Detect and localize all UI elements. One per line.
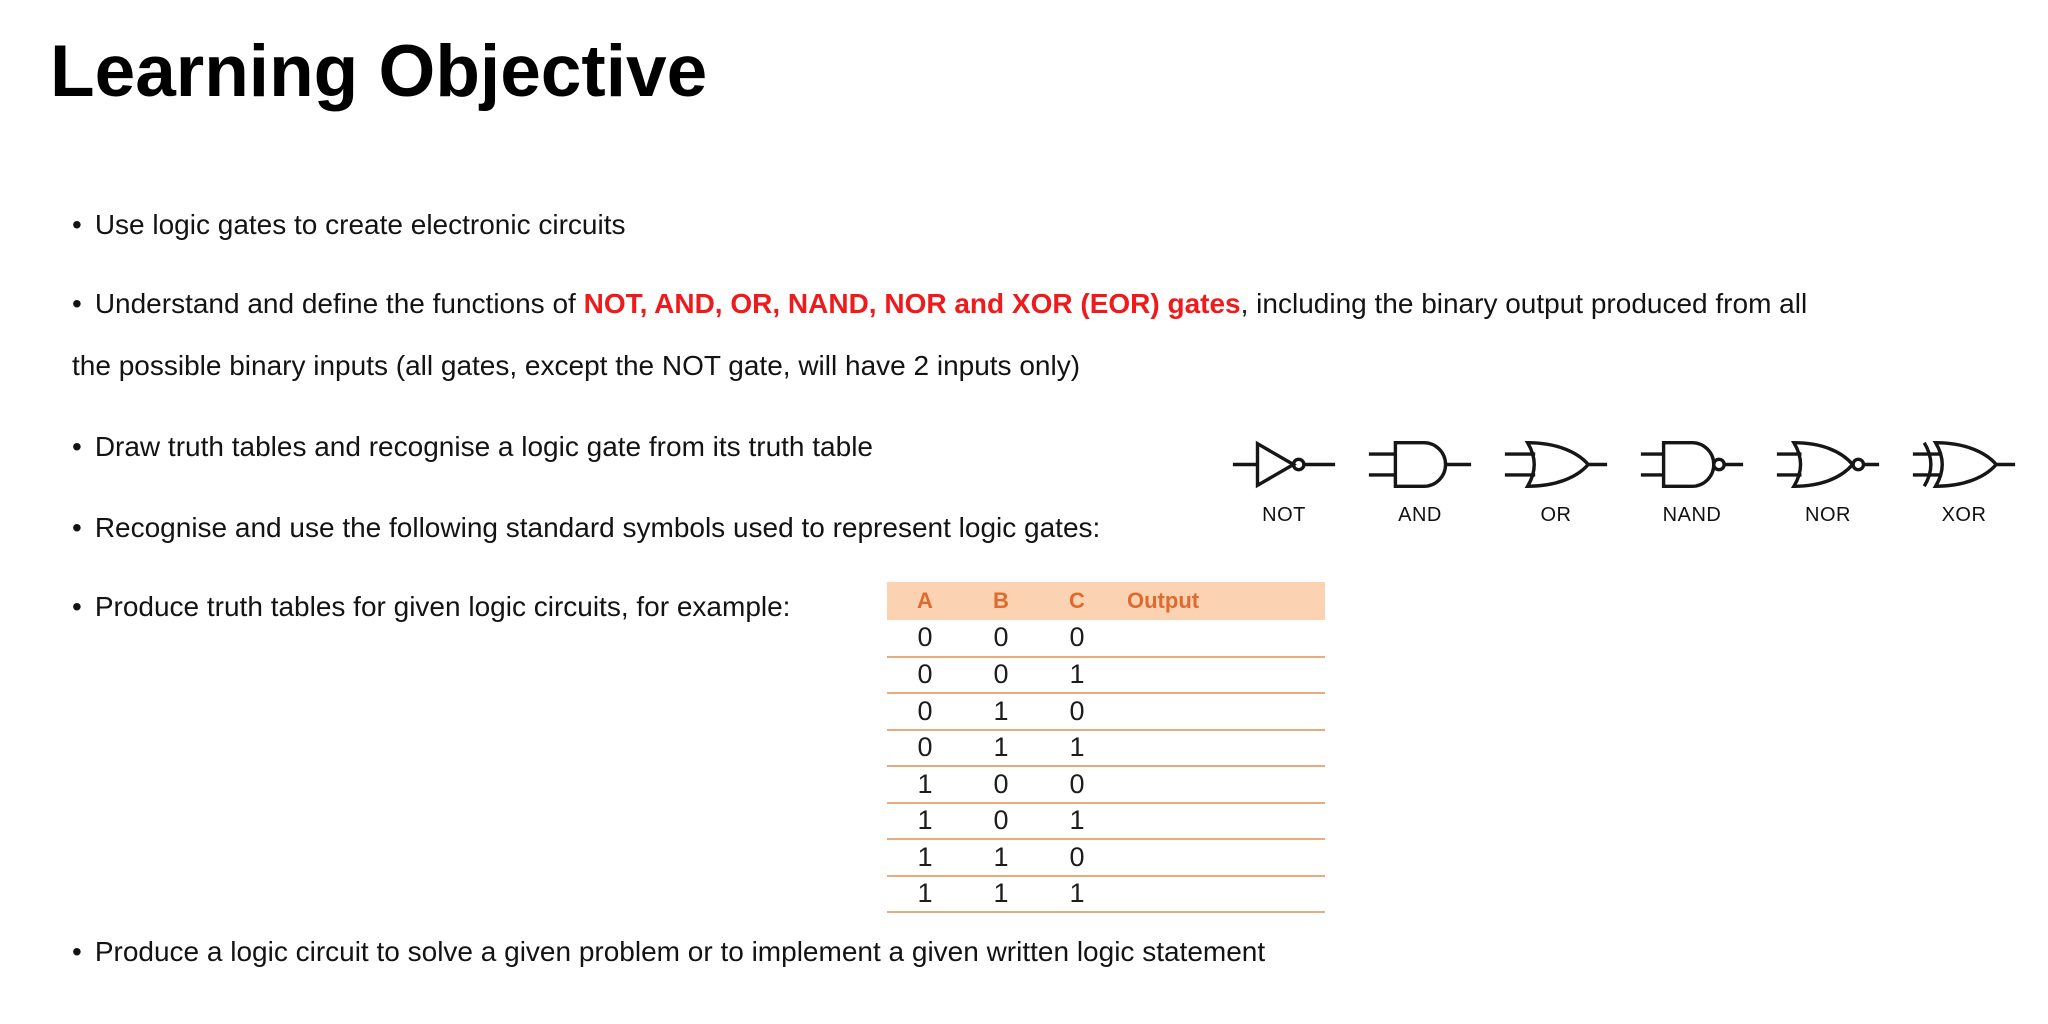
table-row: 1 0 1	[887, 802, 1325, 840]
nor-gate-icon	[1776, 441, 1880, 488]
objective-text-line2: the possible binary inputs (all gates, e…	[72, 350, 1081, 381]
column-header-c: C	[1039, 582, 1115, 620]
cell-c: 0	[1039, 839, 1115, 877]
bullet-marker: •	[72, 209, 82, 240]
cell-c: 0	[1039, 766, 1115, 804]
gate-item-and: AND	[1352, 438, 1488, 527]
gate-item-nand: NAND	[1624, 438, 1760, 527]
and-gate-icon	[1368, 441, 1472, 488]
cell-output	[1115, 693, 1325, 731]
cell-c: 0	[1039, 620, 1115, 658]
cell-a: 1	[887, 839, 963, 877]
cell-a: 0	[887, 729, 963, 767]
column-header-a: A	[887, 582, 963, 620]
highlighted-gate-names: NOT, AND, OR, NAND, NOR and XOR (EOR) ga…	[583, 288, 1241, 319]
table-row: 0 0 0	[887, 620, 1325, 658]
column-header-b: B	[963, 582, 1039, 620]
table-row: 0 1 1	[887, 729, 1325, 767]
gate-label: NOT	[1262, 504, 1306, 526]
table-row: 0 1 0	[887, 693, 1325, 731]
objective-item-4: • Recognise and use the following standar…	[72, 510, 1100, 546]
cell-a: 0	[887, 656, 963, 694]
cell-c: 1	[1039, 729, 1115, 767]
cell-a: 0	[887, 693, 963, 731]
truth-table-header-row: A B C Output	[887, 582, 1325, 620]
gate-label: NOR	[1805, 504, 1851, 526]
bullet-marker: •	[72, 936, 82, 967]
page-title: Learning Objective	[50, 31, 708, 112]
nand-gate-icon	[1640, 441, 1744, 488]
cell-output	[1115, 729, 1325, 767]
table-row: 1 1 1	[887, 875, 1325, 913]
cell-b: 0	[963, 656, 1039, 694]
cell-output	[1115, 875, 1325, 913]
cell-a: 1	[887, 766, 963, 804]
gate-item-not: NOT	[1216, 438, 1352, 527]
cell-a: 1	[887, 802, 963, 840]
gate-symbols-row: NOT AND OR	[1216, 438, 2032, 527]
bullet-marker: •	[72, 512, 82, 543]
objective-item-2: •Understand and define the functions of …	[72, 273, 2022, 397]
objective-item-6: • Produce a logic circuit to solve a give…	[72, 934, 1265, 970]
cell-b: 0	[963, 802, 1039, 840]
or-gate-icon	[1504, 441, 1608, 488]
bullet-marker: •	[72, 431, 82, 462]
not-gate-icon	[1232, 440, 1336, 489]
gate-label: OR	[1540, 504, 1572, 526]
cell-b: 1	[963, 693, 1039, 731]
objective-text: Recognise and use the following standard…	[94, 512, 1101, 543]
bullet-marker: •	[72, 591, 82, 622]
objective-text-pre: Understand and define the functions of	[94, 288, 584, 319]
objective-text-post: , including the binary output produced f…	[1240, 288, 1808, 319]
bullet-marker: •	[72, 288, 82, 319]
cell-c: 0	[1039, 693, 1115, 731]
cell-output	[1115, 656, 1325, 694]
cell-b: 0	[963, 620, 1039, 658]
cell-output	[1115, 766, 1325, 804]
column-header-output: Output	[1115, 582, 1325, 620]
gate-item-or: OR	[1488, 438, 1624, 527]
cell-b: 1	[963, 875, 1039, 913]
table-row: 1 1 0	[887, 839, 1325, 877]
truth-table: A B C Output 0 0 0 0 0 1 0 1 0	[887, 582, 1325, 913]
objective-text: Produce a logic circuit to solve a given…	[94, 936, 1266, 967]
gate-label: NAND	[1662, 504, 1722, 526]
objective-text: Produce truth tables for given logic cir…	[94, 591, 791, 622]
cell-b: 1	[963, 729, 1039, 767]
cell-c: 1	[1039, 656, 1115, 694]
cell-a: 1	[887, 875, 963, 913]
objective-item-5: • Produce truth tables for given logic ci…	[72, 589, 790, 625]
xor-gate-icon	[1912, 441, 2016, 488]
objective-item-1: • Use logic gates to create electronic ci…	[72, 207, 626, 243]
cell-output	[1115, 839, 1325, 877]
cell-a: 0	[887, 620, 963, 658]
cell-b: 0	[963, 766, 1039, 804]
cell-b: 1	[963, 839, 1039, 877]
gate-item-xor: XOR	[1896, 438, 2032, 527]
cell-c: 1	[1039, 875, 1115, 913]
objective-text: Use logic gates to create electronic cir…	[94, 209, 626, 240]
cell-c: 1	[1039, 802, 1115, 840]
table-row: 0 0 1	[887, 656, 1325, 694]
cell-output	[1115, 620, 1325, 658]
objective-text: Draw truth tables and recognise a logic …	[94, 431, 873, 462]
gate-label: XOR	[1941, 504, 1987, 526]
table-row: 1 0 0	[887, 766, 1325, 804]
cell-output	[1115, 802, 1325, 840]
gate-item-nor: NOR	[1760, 438, 1896, 527]
gate-label: AND	[1398, 504, 1442, 526]
objective-item-3: • Draw truth tables and recognise a logic…	[72, 429, 873, 465]
